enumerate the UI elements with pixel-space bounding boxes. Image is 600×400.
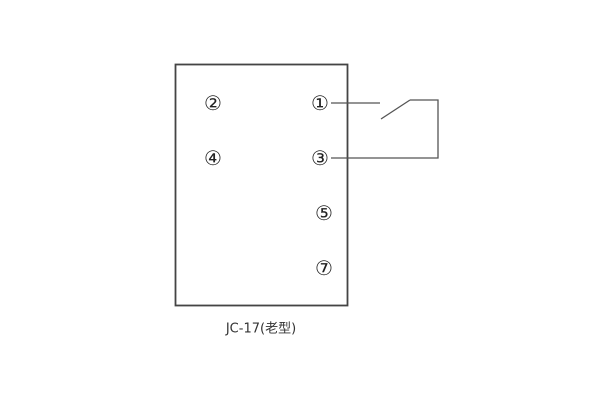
terminal-3: ③ xyxy=(311,146,329,170)
terminal-1: ① xyxy=(311,91,329,115)
terminal-5: ⑤ xyxy=(315,201,333,225)
terminal-7: ⑦ xyxy=(315,256,333,280)
wire-return-to-terminal-3 xyxy=(331,99,439,159)
terminal-2: ② xyxy=(204,91,222,115)
relay-box xyxy=(174,63,349,307)
diagram-caption: JC-17(老型) xyxy=(225,321,297,337)
terminal-4: ④ xyxy=(204,146,222,170)
switch-blade xyxy=(380,99,411,120)
contact-wiring xyxy=(331,99,439,159)
